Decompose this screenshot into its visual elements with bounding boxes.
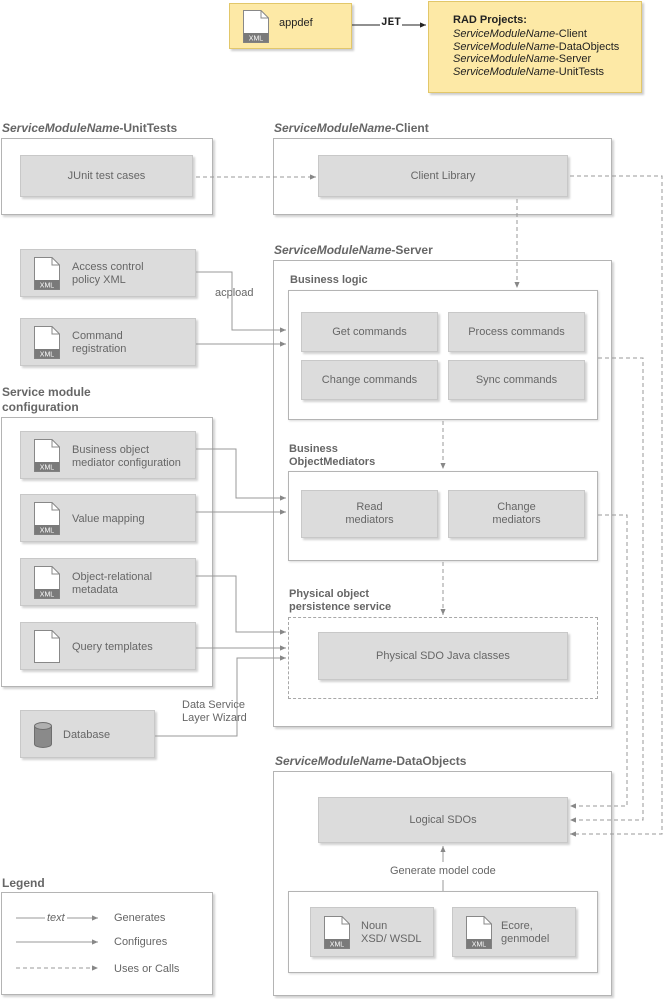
client-section-title: ServiceModuleName-Client (274, 121, 429, 135)
ecore-genmodel-box: XML Ecore,genmodel (452, 907, 576, 957)
rad-projects-title: RAD Projects: (453, 14, 527, 26)
logical-sdos-box: Logical SDOs (318, 797, 568, 843)
client-library-box: Client Library (318, 155, 568, 197)
sync-commands-box: Sync commands (448, 360, 585, 400)
xml-document-icon: XML (34, 502, 60, 535)
command-registration-label: Command (72, 330, 123, 342)
rad-project-item: ServiceModuleName-UnitTests (453, 65, 605, 78)
xml-document-icon: XML (34, 326, 60, 359)
appdef-box: XML appdef (229, 3, 352, 49)
legend-frame (1, 892, 213, 995)
legend-generates: Generates (114, 912, 166, 924)
jet-label: JET (380, 17, 402, 29)
xml-tag: XML (249, 36, 264, 43)
object-relational-label: Object-relational (72, 571, 153, 583)
legend-uses-or-calls: Uses or Calls (114, 963, 180, 975)
rad-project-list: ServiceModuleName-Client ServiceModuleNa… (453, 28, 619, 78)
server-section-title: ServiceModuleName-Server (274, 243, 433, 257)
svg-text:XML: XML (40, 465, 55, 472)
bom-configuration-label: Business object (72, 444, 150, 456)
process-commands-box: Process commands (448, 312, 585, 352)
document-icon (34, 630, 60, 663)
junit-test-cases-box: JUnit test cases (20, 155, 193, 197)
xml-document-icon: XML (466, 916, 492, 949)
database-label: Database (63, 729, 111, 741)
dataobjects-section-title: ServiceModuleName-DataObjects (275, 754, 467, 768)
appdef-label: appdef (279, 17, 313, 29)
xml-document-icon: XML (324, 916, 350, 949)
xml-document-icon: XML (34, 257, 60, 290)
legend-configures: Configures (114, 936, 168, 948)
query-templates-label: Query templates (72, 641, 153, 653)
svg-text:XML: XML (40, 283, 55, 290)
ecore-label: Ecore, (501, 920, 533, 932)
database-box: Database (20, 710, 155, 758)
xml-document-icon: XML (34, 566, 60, 599)
query-templates-box: Query templates (20, 622, 196, 670)
svg-text:XML: XML (472, 942, 487, 949)
get-commands-box: Get commands (301, 312, 438, 352)
value-mapping-label: Value mapping (72, 513, 145, 525)
svg-text:XML: XML (330, 942, 345, 949)
legend-title: Legend (2, 876, 45, 890)
acpload-label: acpload (215, 287, 254, 299)
generate-model-code-label: Generate model code (390, 865, 496, 877)
business-logic-title: Business logic (290, 274, 368, 286)
rad-project-item: ServiceModuleName-Server (453, 53, 592, 65)
xml-document-icon: XML (34, 439, 60, 472)
rad-projects-box: RAD Projects: ServiceModuleName-Client S… (428, 1, 642, 93)
xml-document-icon: XML (243, 10, 269, 43)
change-commands-box: Change commands (301, 360, 438, 400)
unittests-section-title: ServiceModuleName-UnitTests (2, 121, 178, 135)
value-mapping-box: XML Value mapping (20, 494, 196, 542)
business-logic-box (288, 290, 598, 420)
physical-sdo-box: Physical SDO Java classes (318, 632, 568, 680)
svg-text:XML: XML (40, 592, 55, 599)
noun-label: Noun (361, 920, 388, 932)
rad-project-item: ServiceModuleName-DataObjects (453, 40, 620, 53)
rad-project-item: ServiceModuleName-Client (453, 28, 587, 40)
svg-text:XML: XML (40, 352, 55, 359)
database-icon (34, 722, 52, 748)
svg-text:XML: XML (40, 528, 55, 535)
legend-text-sample: text (45, 912, 67, 924)
access-control-label: Access control (72, 261, 144, 273)
